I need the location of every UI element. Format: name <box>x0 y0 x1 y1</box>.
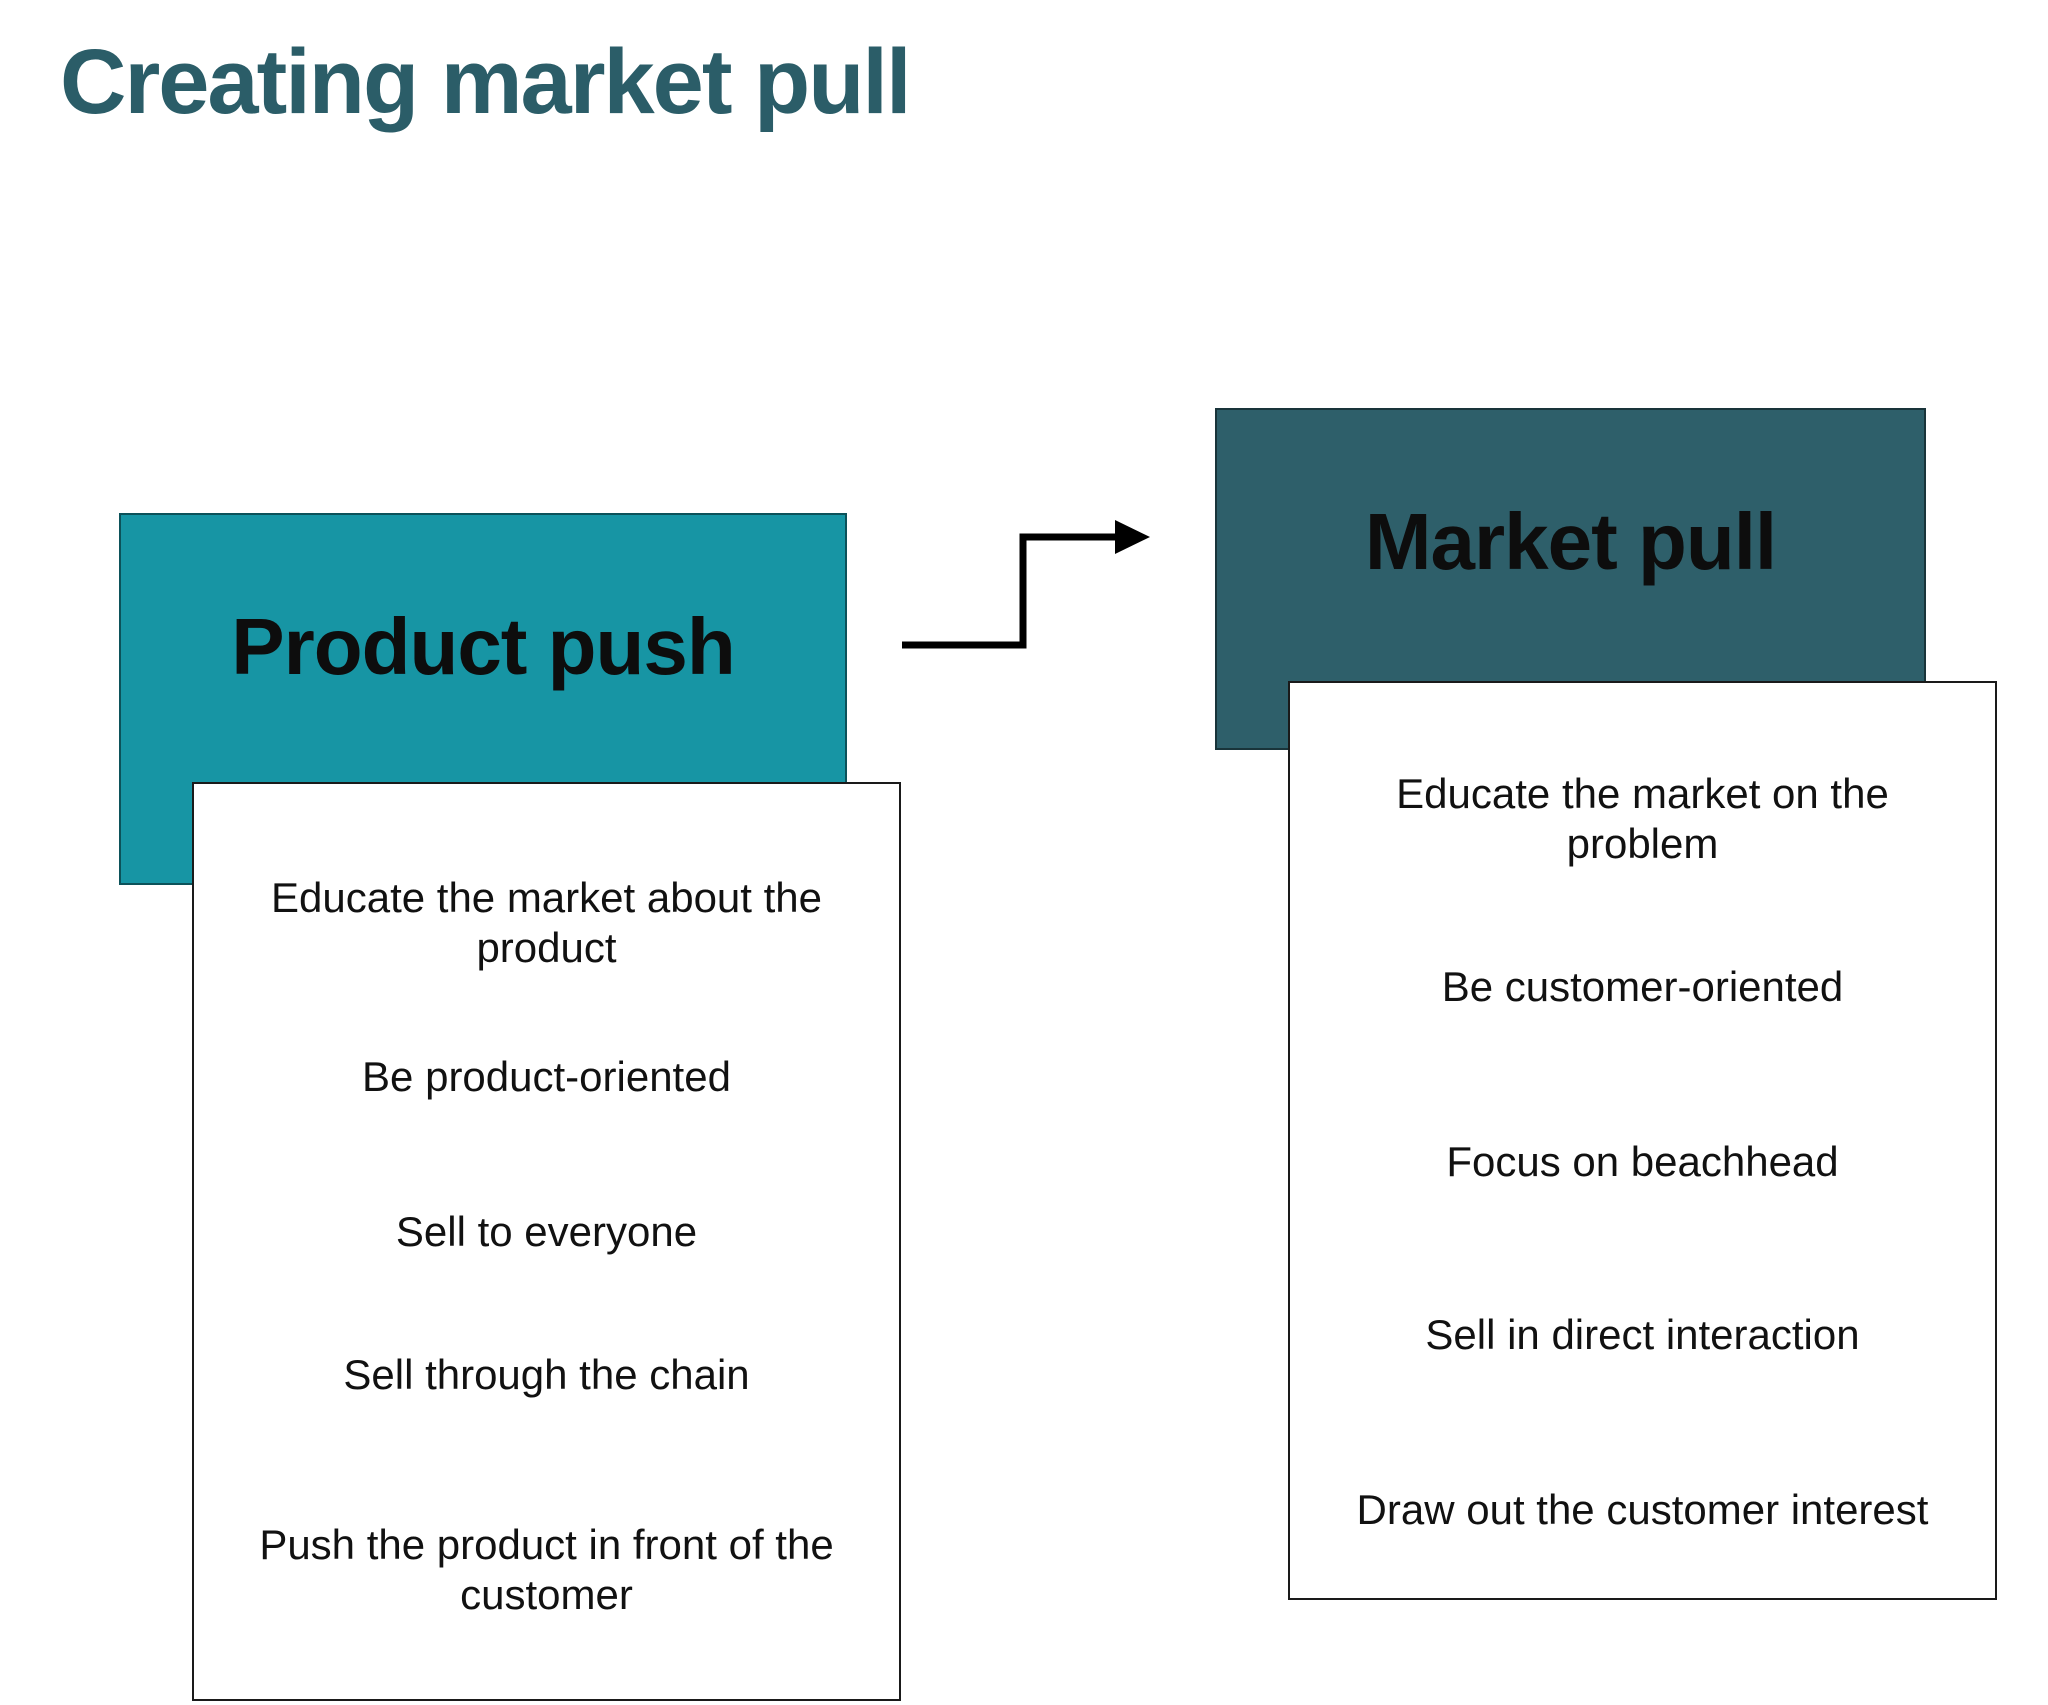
flow-arrow-icon <box>902 520 1150 649</box>
market-pull-card: Educate the market on the problem Be cus… <box>1288 681 1997 1600</box>
pull-card-item: Focus on beachhead <box>1446 1138 1839 1185</box>
pull-card-item: Educate the market on the problem <box>1396 770 1889 867</box>
push-card-item: Push the product in front of the custome… <box>259 1521 834 1618</box>
pull-card-item: Sell in direct interaction <box>1425 1311 1860 1358</box>
push-card-item: Educate the market about the product <box>270 874 823 971</box>
push-card-item: Sell through the chain <box>343 1351 750 1398</box>
market-pull-label: Market pull <box>1364 497 1777 586</box>
push-card-item: Be product-oriented <box>362 1053 731 1100</box>
push-card-item: Sell to everyone <box>395 1208 698 1255</box>
slide-title: Creating market pull <box>60 31 912 133</box>
product-push-card: Educate the market about the product Be … <box>192 782 901 1701</box>
pull-card-item: Draw out the customer interest <box>1356 1486 1929 1533</box>
pull-card-item: Be customer-oriented <box>1441 963 1844 1010</box>
product-push-label: Product push <box>231 602 736 691</box>
